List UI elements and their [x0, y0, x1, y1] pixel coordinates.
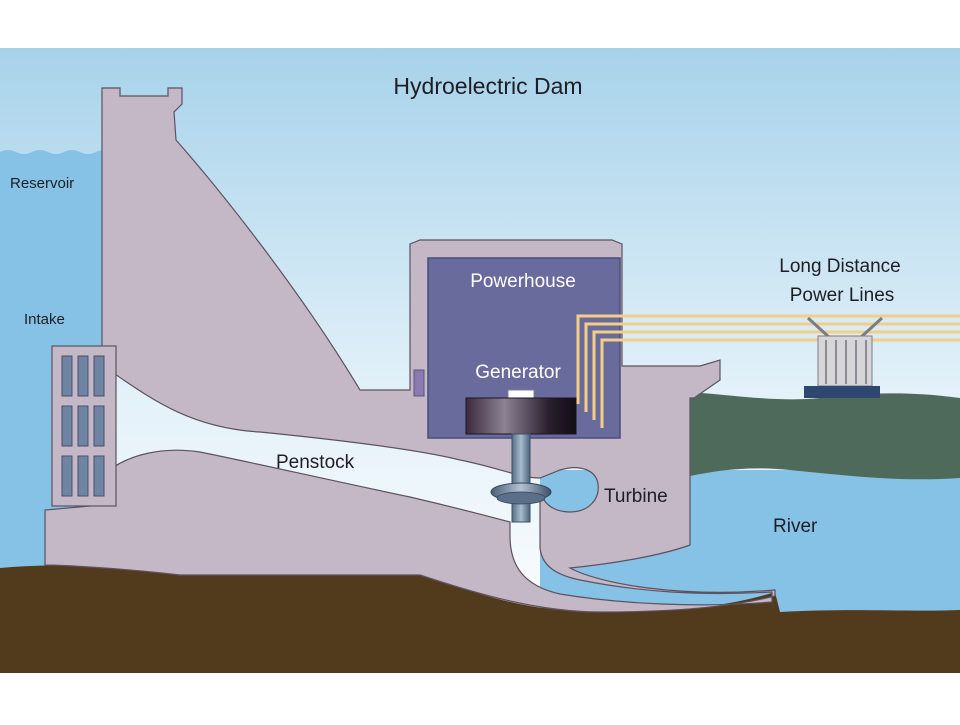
dam-body — [44, 87, 776, 613]
reservoir-label: Reservoir — [10, 175, 74, 192]
powerhouse-label: Powerhouse — [470, 271, 576, 292]
powerhouse-window — [413, 369, 425, 397]
intake-label: Intake — [24, 311, 65, 328]
ground — [0, 565, 960, 673]
turbine-label: Turbine — [604, 486, 668, 507]
power-lines-label-line2: Power Lines — [790, 285, 895, 306]
power-lines-label-line1: Long Distance — [779, 256, 900, 277]
turbine-shaft — [511, 433, 531, 523]
generator — [465, 389, 577, 435]
turbine — [490, 482, 552, 505]
diagram-title: Hydroelectric Dam — [393, 73, 582, 99]
river-bank — [690, 392, 960, 480]
intake-structure — [51, 345, 117, 507]
generator-label: Generator — [475, 362, 561, 383]
penstock-label: Penstock — [276, 452, 355, 473]
river-label: River — [773, 516, 818, 537]
transformer — [804, 316, 884, 398]
